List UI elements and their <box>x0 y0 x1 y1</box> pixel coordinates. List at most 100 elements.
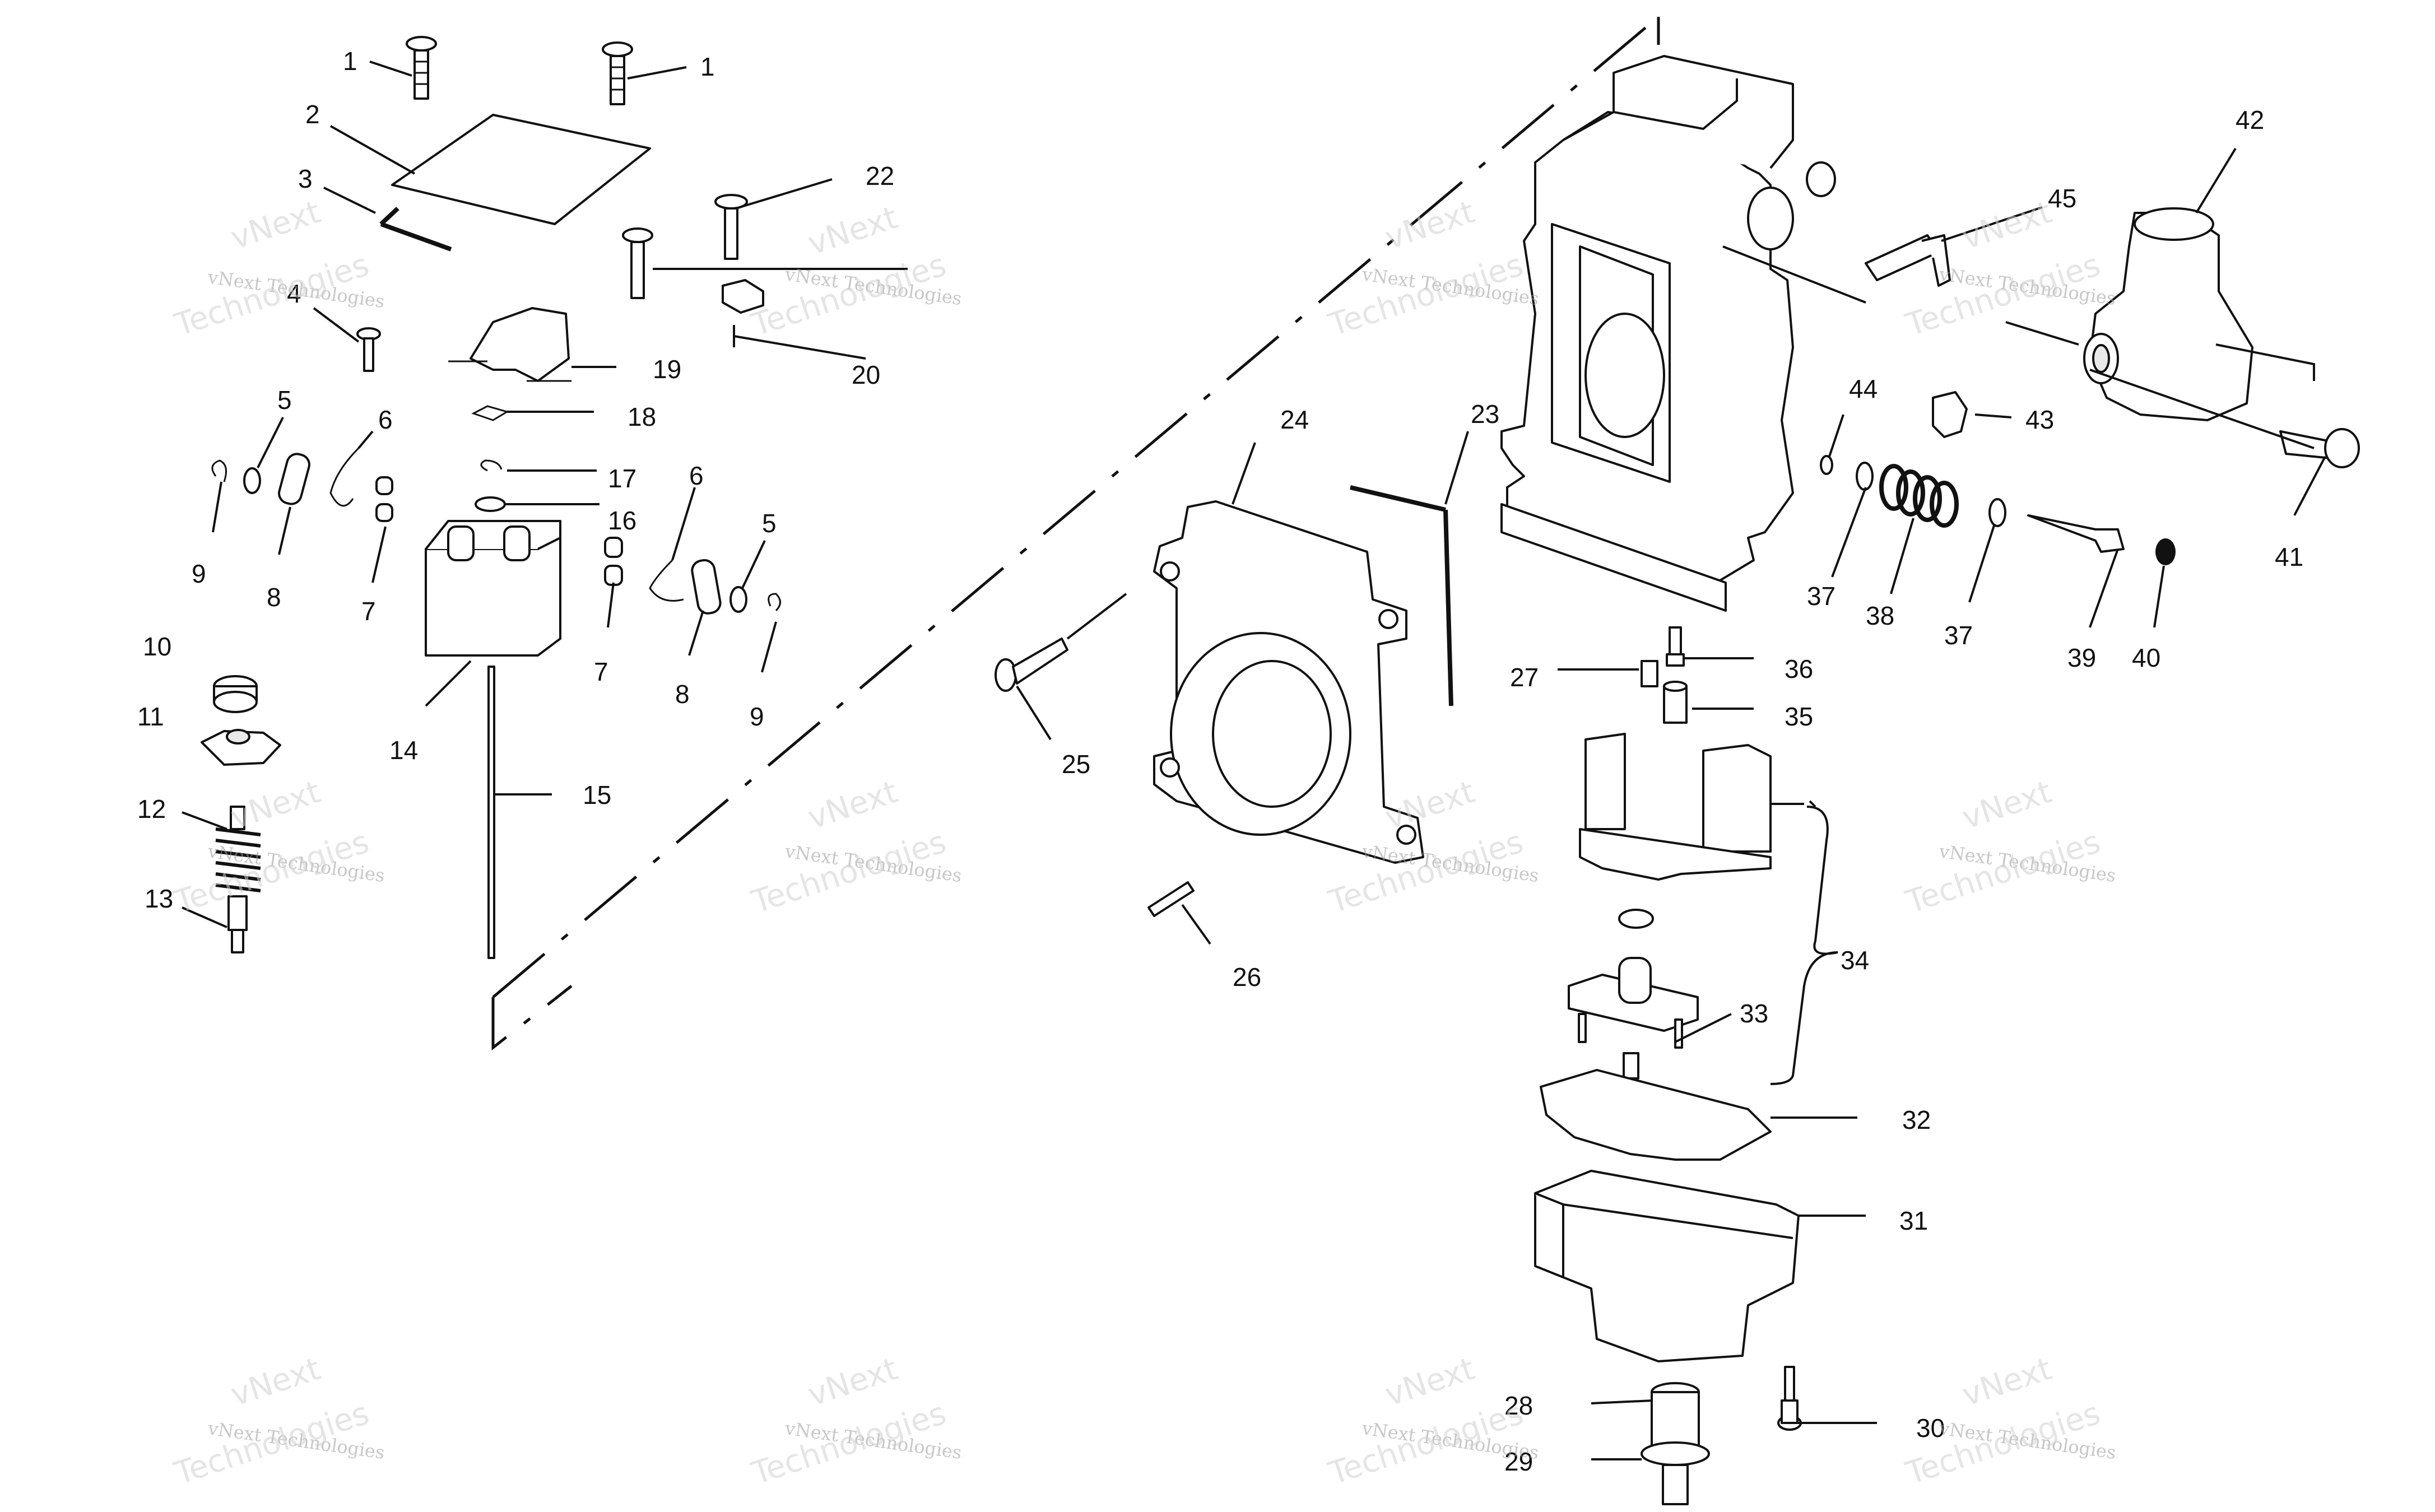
washer-part-37-a <box>1856 462 1874 491</box>
callout-23: 23 <box>1471 399 1499 429</box>
link-plate-part-8-left <box>278 453 310 505</box>
watermark-10: vNext vNext Technologies Technologies <box>747 1351 963 1492</box>
leader-lines <box>182 61 2326 1460</box>
throttle-slide-part-14 <box>425 520 561 657</box>
gasket-part-32 <box>1540 1069 1772 1161</box>
screw-part-21 <box>622 227 653 299</box>
callout-11: 11 <box>137 702 164 731</box>
callout-28: 28 <box>1504 1391 1533 1420</box>
callout-43: 43 <box>2025 405 2054 434</box>
svg-text:vNext: vNext <box>803 199 902 262</box>
callout-29: 29 <box>1504 1447 1533 1476</box>
nut-part-20 <box>722 279 764 314</box>
bushing-part-7-right-b <box>604 565 623 586</box>
bracket-part-19 <box>470 307 570 382</box>
callout-14: 14 <box>389 736 418 765</box>
callout-13: 13 <box>145 884 173 913</box>
bushing-part-7-left-b <box>375 503 393 522</box>
callout-2: 2 <box>305 100 320 129</box>
callout-41: 41 <box>2275 542 2303 571</box>
washer-part-5-right <box>729 586 747 613</box>
bushing-part-7-right-a <box>604 537 623 558</box>
callout-38: 38 <box>1866 601 1894 630</box>
callout-7a: 7 <box>361 597 376 626</box>
e-ring-part-9-left <box>211 459 227 482</box>
link-plate-part-8-right <box>691 559 722 615</box>
callout-32: 32 <box>1902 1105 1931 1134</box>
watermark-2: vNext vNext Technologies Technologies <box>747 199 963 344</box>
callout-24: 24 <box>1280 405 1309 434</box>
callout-5a: 5 <box>277 385 292 415</box>
washer-part-44 <box>1820 455 1833 475</box>
jet-part-27 <box>1641 660 1658 687</box>
watermark-4: vNext vNext Technologies Technologies <box>1901 194 2117 344</box>
callout-15: 15 <box>583 780 611 809</box>
callout-34: 34 <box>1841 946 1869 975</box>
svg-text:vNext: vNext <box>1381 774 1479 836</box>
callout-9a: 9 <box>192 559 206 588</box>
screw-part-1b <box>602 41 633 105</box>
o-ring-part-16 <box>475 496 506 512</box>
callout-9b: 9 <box>750 702 764 731</box>
float-part-34 <box>1579 733 1772 881</box>
callout-19: 19 <box>653 355 681 384</box>
clip-part-6-right <box>649 559 684 602</box>
svg-text:vNext: vNext <box>1958 194 2056 257</box>
svg-text:vNext: vNext <box>226 194 325 257</box>
callout-33: 33 <box>1740 999 1768 1028</box>
e-ring-part-17 <box>480 459 503 472</box>
clip-part-6-left <box>329 447 360 507</box>
washer-part-5-left <box>243 467 261 494</box>
elbow-fitting-part-45 <box>1865 234 1951 287</box>
svg-text:vNext: vNext <box>226 774 325 836</box>
spring-part-38 <box>1879 464 1959 528</box>
callout-8b: 8 <box>675 680 690 709</box>
needle-valve-part-33 <box>1568 957 1699 1080</box>
watermark-9: vNext vNext Technologies Technologies <box>170 1351 386 1492</box>
svg-text:vNext: vNext <box>226 1351 325 1413</box>
nut-part-11 <box>201 729 281 766</box>
callout-6a: 6 <box>378 405 393 434</box>
callout-35: 35 <box>1785 702 1813 731</box>
callout-25: 25 <box>1062 750 1090 779</box>
bushing-part-7-left-a <box>375 476 393 495</box>
svg-text:vNext: vNext <box>1381 194 1479 257</box>
screw-part-30 <box>1777 1366 1802 1431</box>
callout-5b: 5 <box>762 509 777 538</box>
cap-part-10 <box>213 675 258 713</box>
callout-17: 17 <box>608 464 636 493</box>
callout-20: 20 <box>852 360 880 389</box>
ball-part-40 <box>2155 538 2176 565</box>
callout-8a: 8 <box>267 583 281 612</box>
callout-31: 31 <box>1899 1206 1928 1235</box>
callout-16: 16 <box>608 506 636 535</box>
screw-part-22 <box>714 194 748 260</box>
jet-needle-part-15 <box>487 666 495 959</box>
callout-36: 36 <box>1785 654 1813 683</box>
pilot-screw-part-39 <box>2027 514 2125 553</box>
gasket-part-3 <box>379 207 452 252</box>
callout-6b: 6 <box>689 461 704 490</box>
callout-42: 42 <box>2236 105 2264 134</box>
pin-part-26 <box>1147 881 1195 917</box>
callout-26: 26 <box>1233 962 1261 992</box>
screw-part-1a <box>406 36 437 100</box>
callout-12: 12 <box>137 794 166 824</box>
intake-flange-part-24 <box>1153 500 1424 864</box>
carburetor-body-part-main <box>1500 55 1836 612</box>
svg-text:vNext: vNext <box>1381 1351 1479 1413</box>
watermark-5: vNext vNext Technologies Technologies <box>170 774 386 921</box>
watermark-3: vNext vNext Technologies Technologies <box>1324 194 1540 344</box>
gasket-part-23 <box>1350 485 1453 706</box>
screw-part-25 <box>995 638 1068 692</box>
svg-text:vNext: vNext <box>803 774 902 836</box>
callout-7b: 7 <box>594 657 608 686</box>
callout-39: 39 <box>2067 643 2096 672</box>
lever-cap-part-42 <box>2083 207 2253 421</box>
washer-part-37-b <box>1988 498 2006 527</box>
callout-1b: 1 <box>700 52 715 81</box>
callout-22: 22 <box>866 161 894 190</box>
bracket-pin <box>448 360 571 382</box>
callout-labels: 1 1 2 3 22 4 20 19 18 5 6 9 8 7 17 16 6 … <box>137 46 2303 1476</box>
